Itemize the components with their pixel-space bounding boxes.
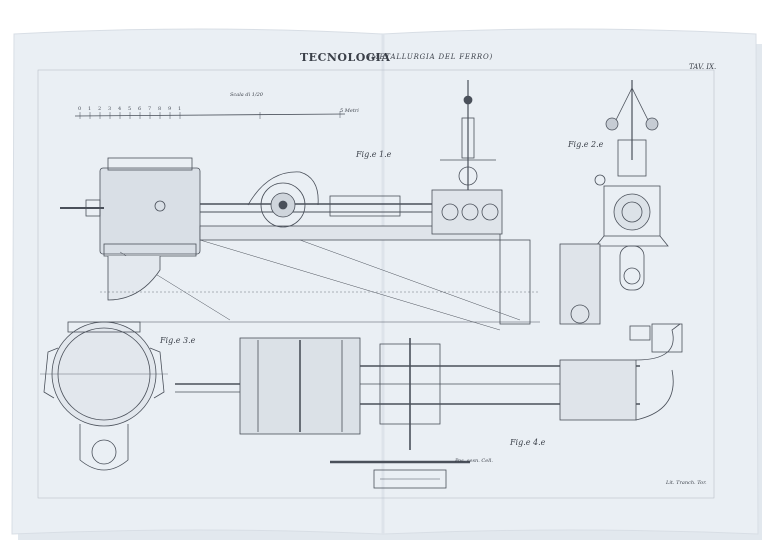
plate-subtitle: (METALLURGIA DEL FERRO) xyxy=(368,53,494,61)
printer-credit: Lit. Tranch. Tor. xyxy=(666,480,707,486)
figure-4-label: Fig.e 4.e xyxy=(510,438,546,447)
scale-tick: 1 xyxy=(88,106,91,112)
scale-tick: 1 xyxy=(178,106,181,112)
scale-tick: 6 xyxy=(138,106,141,112)
figure-3-casing-section xyxy=(40,321,168,471)
figure-2-governor-end-view xyxy=(559,80,669,325)
figure-3-label: Fig.e 3.e xyxy=(160,336,196,345)
scale-end-label: 5 Metri xyxy=(340,108,359,114)
scale-tick: 0 xyxy=(78,106,81,112)
figure-1-engine-elevation xyxy=(60,80,540,331)
engraver-credit: Pos. sesn. Cell. xyxy=(455,458,493,464)
figure-2-label: Fig.e 2.e xyxy=(568,140,604,149)
scale-bar xyxy=(74,111,346,119)
plate-title: TECNOLOGIA xyxy=(300,51,391,64)
plate-number: TAV. IX. xyxy=(689,63,717,71)
scale-tick: 8 xyxy=(158,106,161,112)
scale-tick-labels: 0 1 2 3 4 5 6 7 8 9 1 xyxy=(78,106,181,112)
scale-label: Scala di 1/20 xyxy=(230,92,263,98)
scale-tick: 3 xyxy=(108,106,111,112)
figure-4-plan-view xyxy=(175,323,683,489)
scale-tick: 4 xyxy=(118,106,121,112)
scale-tick: 7 xyxy=(148,106,151,112)
scale-tick: 2 xyxy=(98,106,101,112)
scale-tick: 9 xyxy=(168,106,171,112)
scale-tick: 5 xyxy=(128,106,131,112)
figure-1-label: Fig.e 1.e xyxy=(356,150,392,159)
